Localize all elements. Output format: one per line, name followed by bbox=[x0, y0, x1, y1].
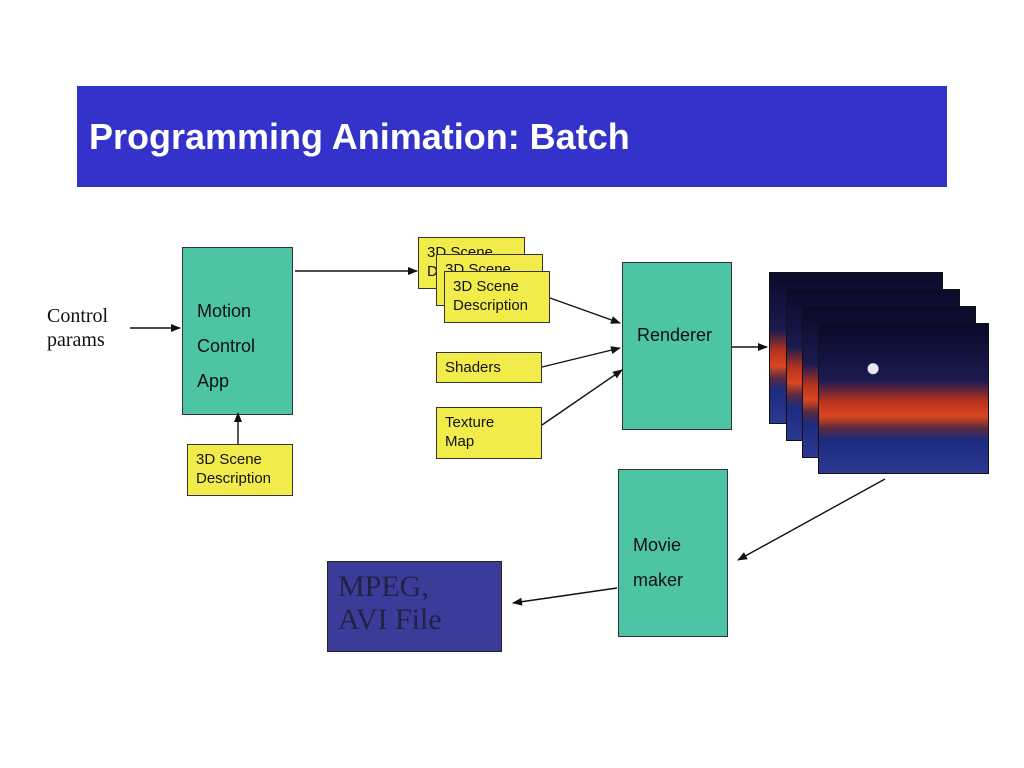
shaders-label: Shaders bbox=[445, 359, 501, 376]
texture-map-label: Texture Map bbox=[445, 414, 495, 450]
motion-control-app-box: Motion Control App bbox=[182, 247, 293, 415]
renderer-box: Renderer bbox=[622, 262, 732, 430]
title-bar: Programming Animation: Batch bbox=[77, 86, 947, 187]
scene-description-stack-3-label: 3D Scene Description bbox=[453, 278, 529, 314]
movie-maker-box: Movie maker bbox=[618, 469, 728, 637]
shaders-box: Shaders bbox=[436, 352, 542, 383]
arrow-scenes-to-renderer bbox=[549, 297, 621, 324]
page-title: Programming Animation: Batch bbox=[89, 116, 630, 157]
motion-control-app-label: Motion Control App bbox=[197, 301, 256, 391]
texture-map-box: Texture Map bbox=[436, 407, 542, 459]
arrow-movie-to-file bbox=[512, 587, 618, 606]
arrow-frames-to-movie bbox=[737, 478, 886, 561]
scene-description-stack-3: 3D Scene Description bbox=[444, 271, 550, 323]
mpeg-avi-file-box: MPEG, AVI File bbox=[327, 561, 502, 652]
control-params-label: Control params bbox=[47, 305, 109, 351]
scene-description-input-box: 3D Scene Description bbox=[187, 444, 293, 496]
scene-description-input-label: 3D Scene Description bbox=[196, 451, 272, 487]
movie-maker-label: Movie maker bbox=[633, 535, 684, 590]
rendered-frame-4 bbox=[818, 323, 989, 474]
arrow-shaders-to-renderer bbox=[541, 346, 621, 368]
renderer-label: Renderer bbox=[637, 325, 713, 345]
mpeg-avi-file-label: MPEG, AVI File bbox=[338, 570, 442, 636]
arrow-texture-to-renderer bbox=[541, 369, 623, 426]
